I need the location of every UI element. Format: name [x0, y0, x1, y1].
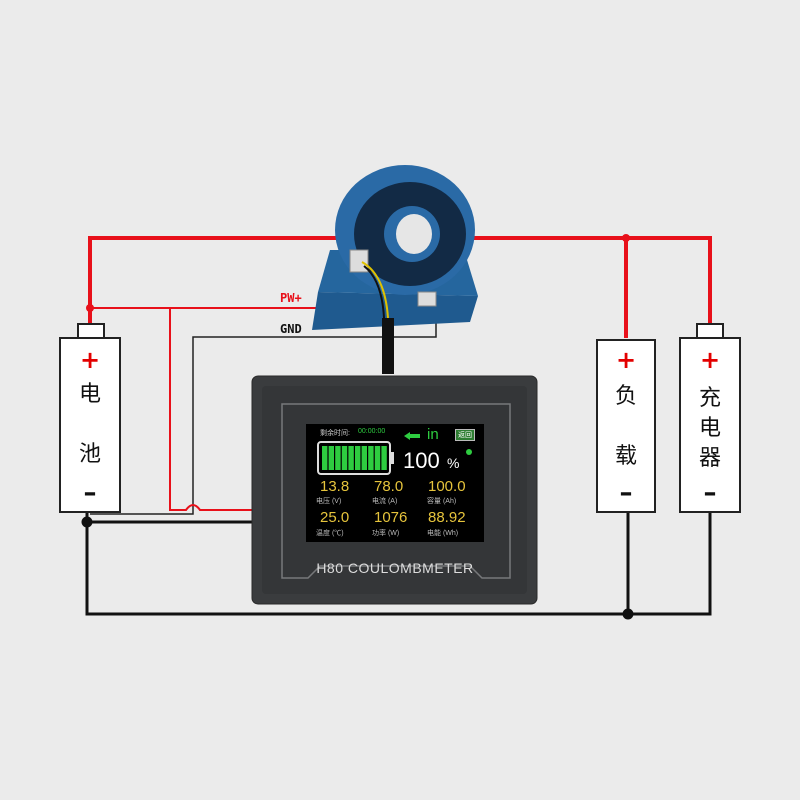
charger-label-char: 充: [698, 386, 721, 411]
battery-label-char: 池: [78, 442, 101, 467]
charger-box: [679, 337, 741, 513]
battery-cell: [355, 446, 361, 470]
battery-terminal: [77, 323, 105, 339]
direction-indicator: in: [427, 426, 439, 443]
gnd-wire-label: GND: [280, 322, 302, 336]
battery-cell: [348, 446, 354, 470]
charger-label-char: 器: [698, 446, 721, 471]
voltage-caption: 电压 (V): [316, 498, 342, 505]
battery-cells: [322, 446, 387, 470]
battery-label-char: 电: [78, 382, 101, 407]
load-label-char: 负: [614, 384, 637, 409]
percent-unit: %: [447, 455, 460, 471]
current-caption: 电流 (A): [372, 498, 398, 505]
charger-minus-sign: –: [703, 478, 717, 508]
battery-cell: [328, 446, 334, 470]
battery-box: [59, 337, 121, 513]
battery-cell: [368, 446, 374, 470]
junction-dot: [622, 608, 634, 620]
load-minus-sign: –: [619, 478, 633, 508]
current-value: 78.0: [374, 478, 404, 495]
battery-minus-sign: –: [83, 478, 97, 508]
status-dot-icon: [466, 449, 472, 455]
battery-cell: [341, 446, 348, 470]
pw-wire-label: PW+: [280, 291, 302, 305]
junction-dot: [81, 516, 93, 528]
load-box: [596, 339, 656, 513]
negative-main-wire: [85, 512, 712, 616]
energy-value: 88.92: [428, 509, 466, 526]
meter-screen: 剩余时间: 00:00:00 in 返回 100 % 13.8 78.0 100…: [306, 424, 484, 542]
hall-sensor: [312, 165, 478, 374]
charge-arrow-icon: [404, 432, 420, 440]
battery-cell: [361, 446, 367, 470]
voltage-value: 13.8: [320, 478, 350, 495]
load-label-char: 载: [614, 444, 637, 469]
percent-value: 100: [403, 448, 440, 473]
charger-plus-sign: +: [699, 346, 721, 374]
load-plus-sign: +: [615, 346, 637, 374]
battery-cell: [374, 446, 381, 470]
battery-graphic: [317, 432, 472, 475]
remaining-time-value: 00:00:00: [358, 428, 386, 435]
battery-plus-sign: +: [79, 346, 101, 374]
meter-bezel-line: [281, 403, 511, 579]
energy-caption: 电能 (Wh): [427, 530, 459, 537]
junction-dot: [86, 304, 94, 312]
charger-label-char: 电: [698, 416, 721, 441]
battery-cell: [381, 446, 387, 470]
junction-dot: [622, 234, 630, 242]
temperature-value: 25.0: [320, 509, 350, 526]
battery-cell: [322, 446, 328, 470]
temperature-caption: 温度 (℃): [316, 530, 344, 537]
back-button[interactable]: 返回: [455, 429, 475, 441]
remaining-time-label: 剩余时间:: [320, 430, 350, 437]
power-value: 1076: [374, 509, 408, 526]
meter-model-label: H80 COULOMBMETER: [316, 560, 474, 576]
battery-cell: [335, 446, 341, 470]
capacity-caption: 容量 (Ah): [427, 498, 457, 505]
power-caption: 功率 (W): [372, 530, 400, 537]
charger-terminal: [696, 323, 724, 339]
capacity-value: 100.0: [428, 478, 466, 495]
gnd-wire: [90, 316, 437, 515]
